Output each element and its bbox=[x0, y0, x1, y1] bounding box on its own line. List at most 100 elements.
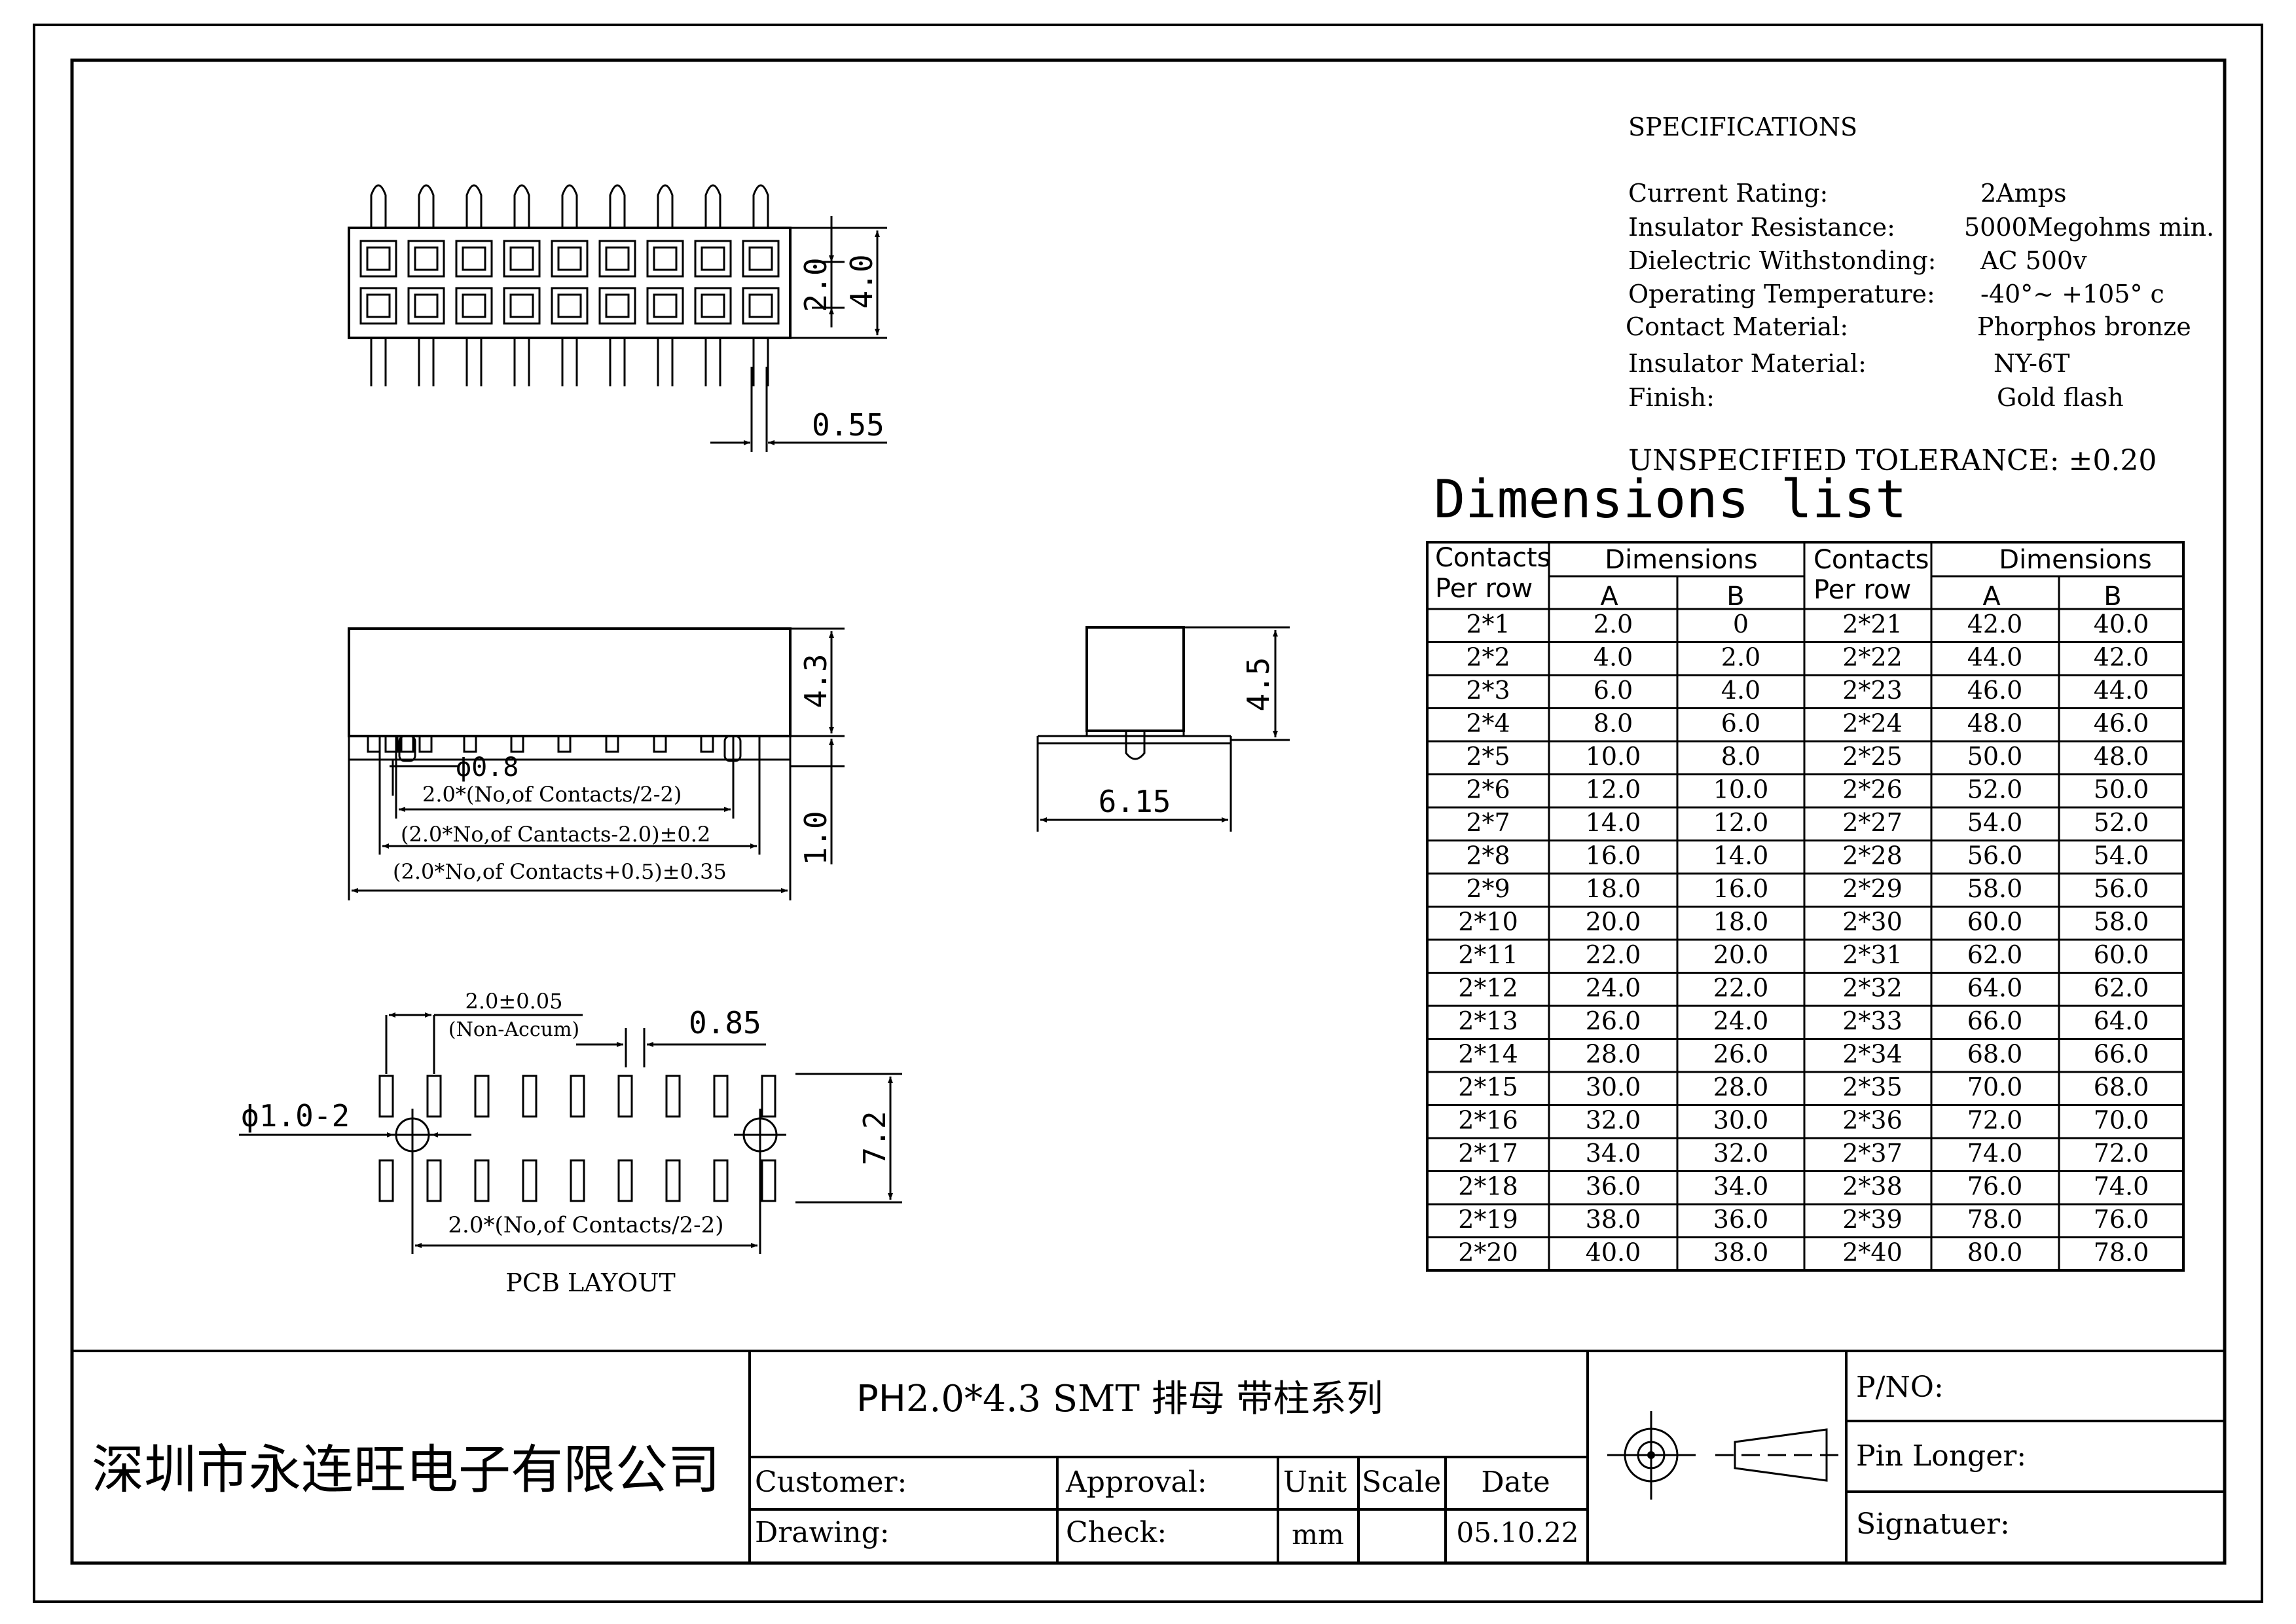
table-cell: 64.0 bbox=[1967, 974, 2023, 1003]
front-formula-2: (2.0*No,of Cantacts-2.0)±0.2 bbox=[401, 822, 710, 847]
table-cell: 58.0 bbox=[1967, 874, 2023, 903]
table-cell: 12.0 bbox=[1713, 808, 1769, 837]
front-formula-1: 2.0*(No,of Contacts/2-2) bbox=[422, 782, 682, 807]
pin-top bbox=[657, 184, 674, 228]
table-cell: 76.0 bbox=[2094, 1205, 2149, 1234]
table-cell: 66.0 bbox=[1967, 1006, 2023, 1035]
product-title: PH2.0*4.3 SMT 排母 带柱系列 bbox=[856, 1378, 1383, 1420]
pcb-pad-width-text: 0.85 bbox=[689, 1005, 761, 1041]
contact-square-inner bbox=[509, 246, 534, 271]
table-cell: 2*17 bbox=[1458, 1139, 1518, 1168]
table-cell: 70.0 bbox=[1967, 1073, 2023, 1101]
pcb-pad bbox=[761, 1159, 776, 1202]
table-cell: 22.0 bbox=[1713, 974, 1769, 1003]
table-cell: 74.0 bbox=[2094, 1172, 2149, 1201]
table-cell: 10.0 bbox=[1713, 775, 1769, 804]
contact-square-inner bbox=[414, 293, 439, 318]
table-cell: 50.0 bbox=[1967, 742, 2023, 771]
table-cell: 36.0 bbox=[1713, 1205, 1769, 1234]
table-cell: 2*27 bbox=[1842, 808, 1903, 837]
table-cell: 30.0 bbox=[1586, 1073, 1641, 1101]
table-cell: 42.0 bbox=[2094, 643, 2149, 672]
pin-top bbox=[418, 184, 435, 228]
contact-square bbox=[455, 240, 493, 278]
table-cell: 74.0 bbox=[1967, 1139, 2023, 1168]
col-contacts-right-1: Contacts bbox=[1813, 545, 1929, 575]
contact-square-inner bbox=[414, 246, 439, 271]
scale-label: Scale bbox=[1362, 1466, 1441, 1499]
pcb-pad bbox=[426, 1075, 442, 1118]
table-cell: 2*20 bbox=[1458, 1238, 1518, 1267]
dimensions-table bbox=[1426, 541, 2185, 1272]
pcb-row-span-text: 7.2 bbox=[857, 1111, 892, 1165]
front-foot bbox=[653, 735, 667, 753]
pin-top bbox=[561, 184, 578, 228]
spec-label-0: Current Rating: bbox=[1628, 179, 1828, 208]
table-cell: 2*25 bbox=[1842, 742, 1903, 771]
pcb-pad bbox=[665, 1075, 681, 1118]
pin-top bbox=[370, 184, 387, 228]
table-cell: 68.0 bbox=[2094, 1073, 2149, 1101]
front-foot bbox=[700, 735, 714, 753]
spec-label-2: Dielectric Withstonding: bbox=[1628, 246, 1936, 275]
spec-heading: SPECIFICATIONS bbox=[1628, 113, 1857, 141]
customer-label: Customer: bbox=[755, 1466, 907, 1499]
table-cell: 16.0 bbox=[1586, 841, 1641, 870]
table-cell: 2*11 bbox=[1458, 940, 1518, 969]
contact-square bbox=[551, 287, 589, 325]
contact-square bbox=[503, 240, 541, 278]
table-cell: 2*26 bbox=[1842, 775, 1903, 804]
check-label: Check: bbox=[1066, 1516, 1167, 1549]
table-cell: 42.0 bbox=[1967, 610, 2023, 638]
table-cell: 48.0 bbox=[1967, 709, 2023, 738]
contact-square-inner bbox=[605, 246, 630, 271]
table-cell: 2*9 bbox=[1466, 874, 1510, 903]
table-cell: 72.0 bbox=[2094, 1139, 2149, 1168]
contact-square-inner bbox=[748, 246, 773, 271]
table-cell: 60.0 bbox=[1967, 908, 2023, 936]
pcb-pad bbox=[474, 1159, 490, 1202]
table-cell: 54.0 bbox=[1967, 808, 2023, 837]
contact-square-inner bbox=[366, 246, 391, 271]
contact-square bbox=[694, 287, 732, 325]
col-contacts-right-2: Per row bbox=[1813, 575, 1911, 605]
table-cell: 38.0 bbox=[1586, 1205, 1641, 1234]
company-name: 深圳市永连旺电子有限公司 bbox=[92, 1439, 720, 1500]
table-cell: 62.0 bbox=[2094, 974, 2149, 1003]
pin-bottom bbox=[513, 338, 530, 386]
front-foot bbox=[400, 735, 414, 753]
contact-square bbox=[742, 240, 780, 278]
table-cell: 2*32 bbox=[1842, 974, 1903, 1003]
pin-longer-label: Pin Longer: bbox=[1856, 1439, 2026, 1473]
unit-value: mm bbox=[1292, 1519, 1344, 1551]
table-cell: 58.0 bbox=[2094, 908, 2149, 936]
table-cell: 56.0 bbox=[2094, 874, 2149, 903]
table-cell: 18.0 bbox=[1713, 908, 1769, 936]
table-cell: 56.0 bbox=[1967, 841, 2023, 870]
pcb-pad bbox=[426, 1159, 442, 1202]
table-cell: 14.0 bbox=[1586, 808, 1641, 837]
pcb-pad bbox=[378, 1075, 394, 1118]
table-cell: 36.0 bbox=[1586, 1172, 1641, 1201]
table-cell: 4.0 bbox=[1721, 676, 1760, 705]
date-label: Date bbox=[1481, 1466, 1550, 1499]
table-cell: 2*37 bbox=[1842, 1139, 1903, 1168]
table-cell: 2*1 bbox=[1466, 610, 1510, 638]
contact-square-inner bbox=[701, 293, 725, 318]
table-cell: 64.0 bbox=[2094, 1006, 2149, 1035]
dimensions-table-text: Contacts Per row Dimensions A B Contacts… bbox=[1435, 543, 2152, 612]
pcb-pad bbox=[713, 1159, 729, 1202]
spec-value-4: Phorphos bronze bbox=[1977, 312, 2191, 341]
table-cell: 24.0 bbox=[1713, 1006, 1769, 1035]
spec-value-0: 2Amps bbox=[1980, 179, 2066, 208]
drawing-label: Drawing: bbox=[755, 1516, 890, 1549]
table-cell: 34.0 bbox=[1586, 1139, 1641, 1168]
table-cell: 2*18 bbox=[1458, 1172, 1518, 1201]
contact-square bbox=[359, 240, 397, 278]
table-cell: 68.0 bbox=[1967, 1040, 2023, 1069]
pcb-non-accum-text: (Non-Accum) bbox=[448, 1018, 579, 1041]
table-cell: 44.0 bbox=[2094, 676, 2149, 705]
table-cell: 2.0 bbox=[1594, 610, 1633, 638]
table-cell: 50.0 bbox=[2094, 775, 2149, 804]
